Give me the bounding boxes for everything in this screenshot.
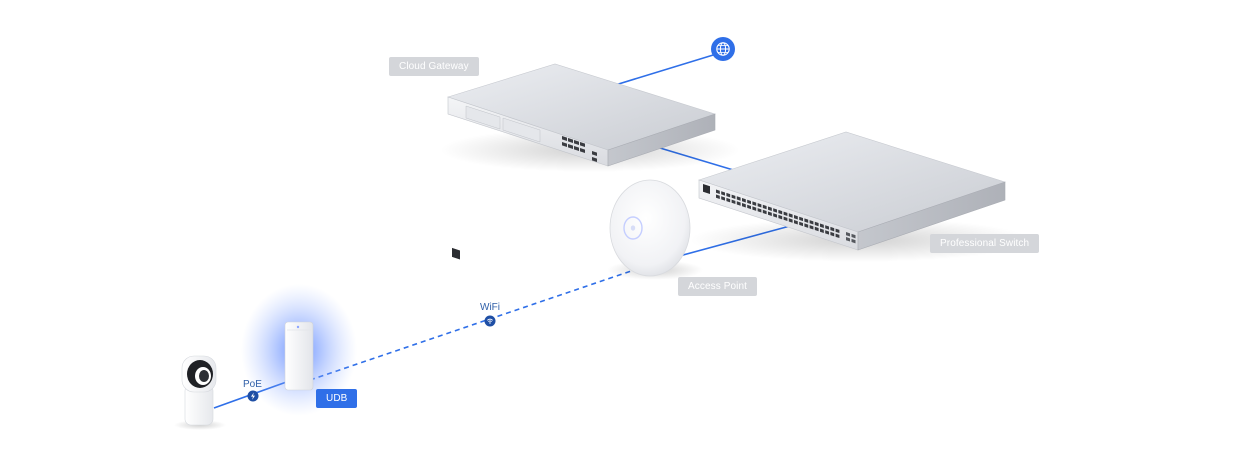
udb-label: UDB: [316, 389, 358, 408]
udb-device: [241, 284, 357, 416]
link-gateway-internet: [611, 51, 724, 87]
wifi-icon: [484, 315, 496, 327]
switch-ports: [716, 189, 856, 244]
poe-label: PoE: [243, 379, 262, 390]
professional-switch-label: Professional Switch: [930, 234, 1040, 253]
access-point-device: [607, 179, 703, 280]
wifi-link-udb-access-point: [309, 267, 641, 381]
cloud-gateway-label: Cloud Gateway: [389, 57, 479, 76]
lightning-icon: [247, 390, 259, 402]
globe-icon: [711, 37, 735, 61]
wifi-label: WiFi: [480, 302, 500, 313]
access-point-label: Access Point: [678, 277, 758, 296]
camera-device: [174, 355, 226, 430]
cloud-gateway-device: [440, 63, 740, 260]
